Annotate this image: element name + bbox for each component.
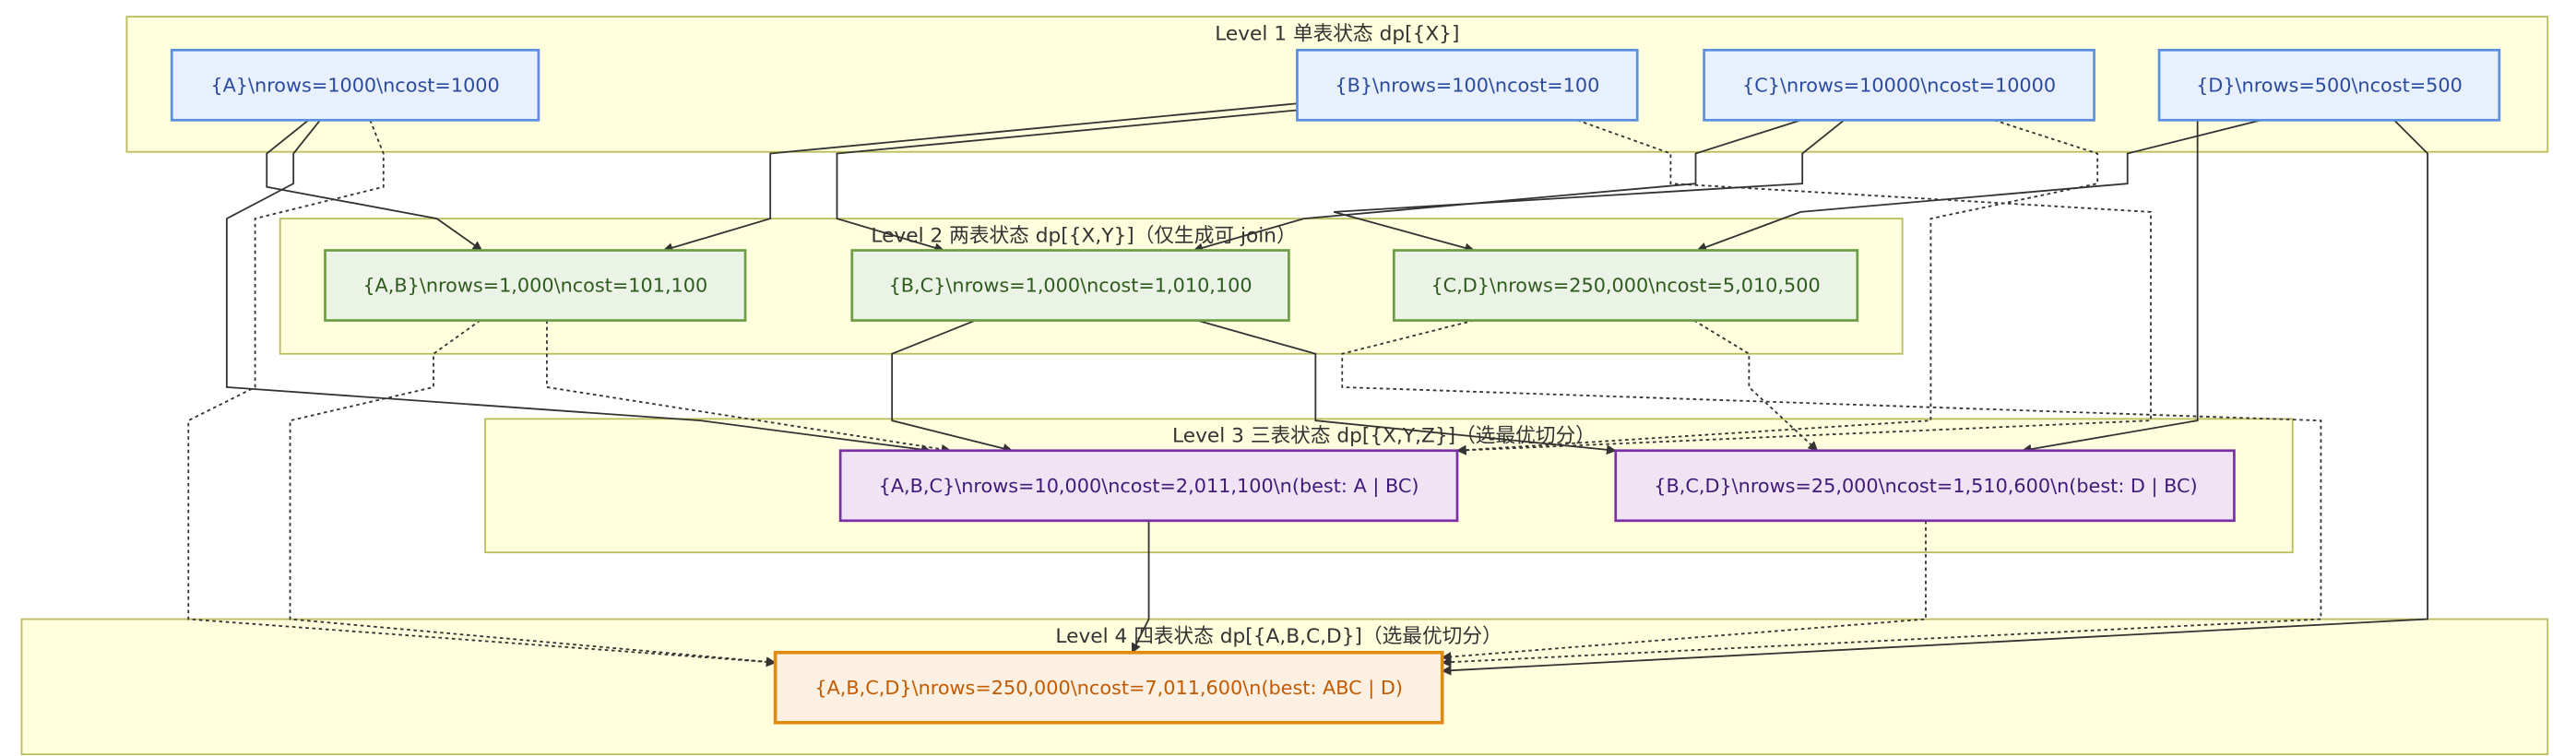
edge-bcd-to-abcd: [1441, 520, 1927, 662]
node-C-label: {C}\nrows=10000\ncost=10000: [1742, 74, 2056, 96]
node-BCD[interactable]: {B,C,D}\nrows=25,000\ncost=1,510,600\n(b…: [1614, 449, 2236, 523]
node-BCD-label: {B,C,D}\nrows=25,000\ncost=1,510,600\n(b…: [1654, 475, 2197, 498]
edge-a-to-ab: [266, 119, 483, 252]
node-ABC-label: {A,B,C}\nrows=10,000\ncost=2,011,100\n(b…: [879, 475, 1419, 498]
node-ABCD-label: {A,B,C,D}\nrows=250,000\ncost=7,011,600\…: [814, 677, 1403, 700]
edge-cd-to-bcd: [1693, 319, 1819, 452]
edge-c-to-cd: [1333, 119, 1845, 254]
node-ABCD[interactable]: {A,B,C,D}\nrows=250,000\ncost=7,011,600\…: [773, 650, 1444, 725]
node-AB[interactable]: {A,B}\nrows=1,000\ncost=101,100: [324, 249, 747, 322]
edge-c-to-abc: [1455, 119, 2099, 455]
node-CD[interactable]: {C,D}\nrows=250,000\ncost=5,010,500: [1392, 249, 1859, 322]
node-BC[interactable]: {B,C}\nrows=1,000\ncost=1,010,100: [850, 249, 1290, 322]
edge-d-to-abcd: [1441, 119, 2429, 676]
edge-ab-to-abcd: [289, 319, 777, 667]
cluster-level-3-title: Level 3 三表状态 dp[{X,Y,Z}]（选最优切分）: [1172, 425, 1596, 448]
edge-b-to-bcd: [1455, 119, 2152, 455]
edge-d-to-cd: [1696, 119, 2261, 253]
edge-a-to-abcd: [187, 119, 777, 667]
node-CD-label: {C,D}\nrows=250,000\ncost=5,010,500: [1430, 275, 1820, 297]
node-A[interactable]: {A}\nrows=1000\ncost=1000: [170, 48, 540, 122]
edge-abc-to-abcd: [1131, 520, 1150, 654]
edge-b-to-bc: [836, 109, 1298, 253]
node-D-label: {D}\nrows=500\ncost=500: [2196, 74, 2463, 96]
edge-bc-to-bcd: [1196, 319, 1617, 455]
cluster-level-2-title: Level 2 两表状态 dp[{X,Y}]（仅生成可 join）: [871, 224, 1296, 247]
node-C[interactable]: {C}\nrows=10000\ncost=10000: [1703, 48, 2095, 122]
edge-c-to-bc: [1193, 119, 1801, 254]
node-AB-label: {A,B}\nrows=1,000\ncost=101,100: [362, 275, 707, 297]
node-B-label: {B}\nrows=100\ncost=100: [1335, 74, 1599, 96]
node-A-label: {A}\nrows=1000\ncost=1000: [210, 74, 499, 96]
node-B[interactable]: {B}\nrows=100\ncost=100: [1296, 48, 1639, 122]
edge-bc-to-abc: [891, 319, 1014, 454]
edge-b-to-ab: [662, 102, 1298, 253]
edge-ab-to-abc: [546, 320, 952, 455]
node-ABC[interactable]: {A,B,C}\nrows=10,000\ncost=2,011,100\n(b…: [838, 449, 1459, 523]
node-BC-label: {B,C}\nrows=1,000\ncost=1,010,100: [889, 275, 1252, 297]
node-D[interactable]: {D}\nrows=500\ncost=500: [2157, 48, 2501, 122]
edge-d-to-bcd: [2021, 120, 2199, 455]
edge-a-to-abc: [225, 119, 932, 455]
cluster-level-4-title: Level 4 四表状态 dp[{A,B,C,D}]（选最优切分）: [1055, 625, 1502, 648]
cluster-level-1-title: Level 1 单表状态 dp[{X}]: [1215, 22, 1459, 45]
edges-layer: [187, 102, 2429, 676]
